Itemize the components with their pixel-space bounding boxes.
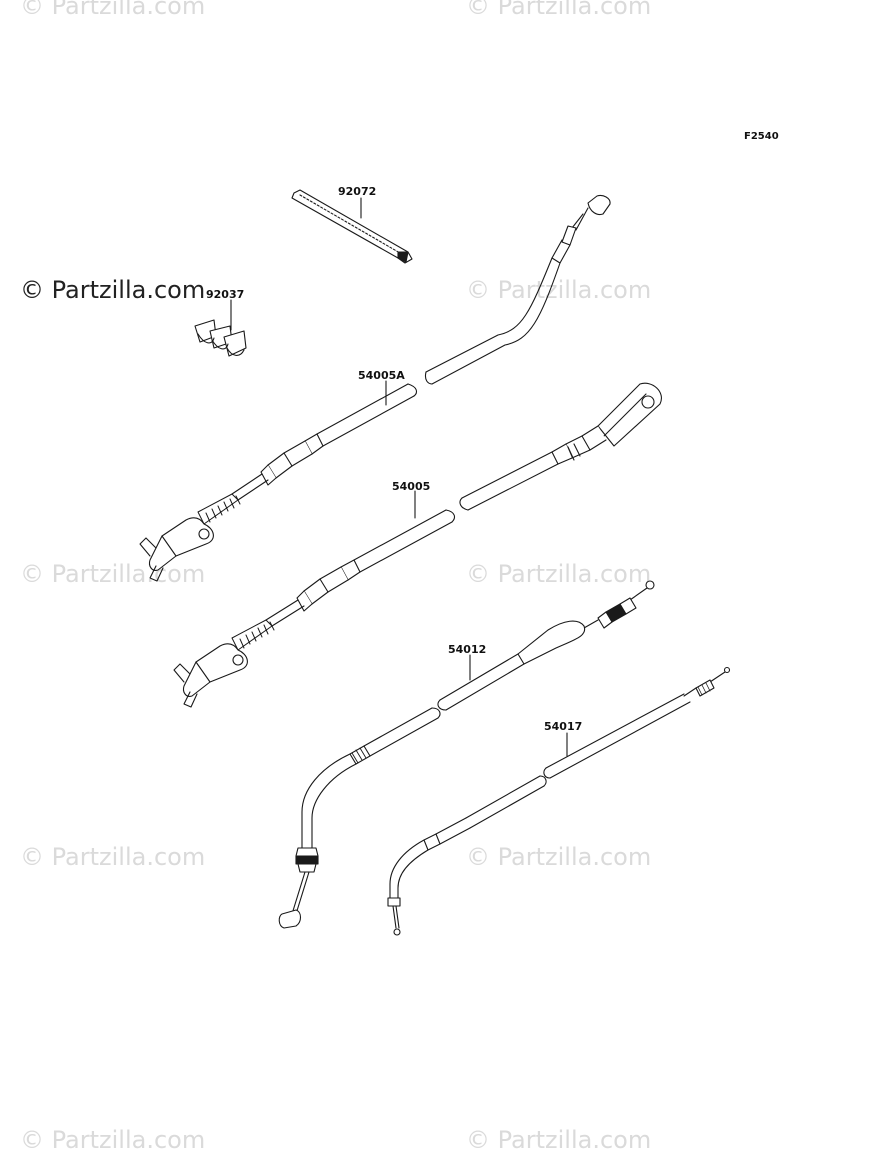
cable-54017[interactable] — [387, 666, 731, 936]
watermark: © Partzilla.com — [466, 1126, 652, 1154]
watermark: © Partzilla.com — [466, 276, 652, 304]
part-label-54017[interactable]: 54017 — [544, 720, 583, 733]
watermark: © Partzilla.com — [20, 1126, 206, 1154]
watermark: © Partzilla.com — [20, 560, 206, 588]
diagram-id: F2540 — [744, 131, 779, 142]
cable-tie-92072[interactable] — [291, 189, 413, 264]
watermark: © Partzilla.com — [466, 0, 652, 20]
part-label-54005[interactable]: 54005 — [392, 480, 431, 493]
cable-54005A[interactable] — [139, 194, 611, 582]
cable-54005[interactable] — [173, 382, 662, 708]
part-label-54005A[interactable]: 54005A — [358, 369, 405, 382]
part-label-92037[interactable]: 92037 — [206, 288, 245, 301]
clamp-92037[interactable] — [194, 299, 247, 357]
watermark: © Partzilla.com — [466, 560, 652, 588]
watermark-main: © Partzilla.com — [20, 276, 206, 304]
watermark: © Partzilla.com — [20, 0, 206, 20]
watermark: © Partzilla.com — [20, 843, 206, 871]
cable-54012[interactable] — [278, 580, 655, 929]
part-label-54012[interactable]: 54012 — [448, 643, 487, 656]
watermark: © Partzilla.com — [466, 843, 652, 871]
part-label-92072[interactable]: 92072 — [338, 185, 377, 198]
